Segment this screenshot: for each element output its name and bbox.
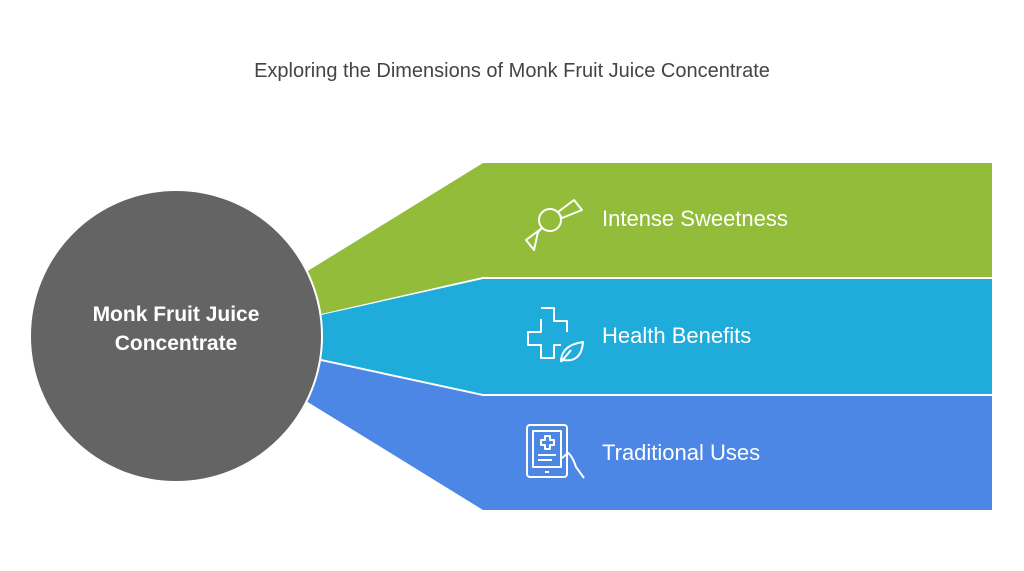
medical-cross-leaf-icon: [527, 307, 584, 363]
center-circle: [29, 189, 323, 483]
branch-band-traditional-uses: [306, 361, 992, 510]
branch-label-health-benefits: Health Benefits: [602, 323, 752, 348]
branch-label-traditional-uses: Traditional Uses: [602, 440, 761, 465]
center-label-line1: Monk Fruit Juice: [92, 303, 260, 326]
branch-label-intense-sweetness: Intense Sweetness: [602, 206, 788, 231]
diagram-title: Exploring the Dimensions of Monk Fruit J…: [254, 60, 770, 82]
center-label: Monk Fruit Juice Concentrate: [50, 300, 302, 358]
candy-icon: [525, 199, 583, 251]
tablet-medical-icon: [526, 424, 585, 479]
branch-band-health-benefits: [321, 279, 992, 394]
branch-band-intense-sweetness: [306, 163, 992, 314]
center-label-line2: Concentrate: [114, 332, 238, 355]
